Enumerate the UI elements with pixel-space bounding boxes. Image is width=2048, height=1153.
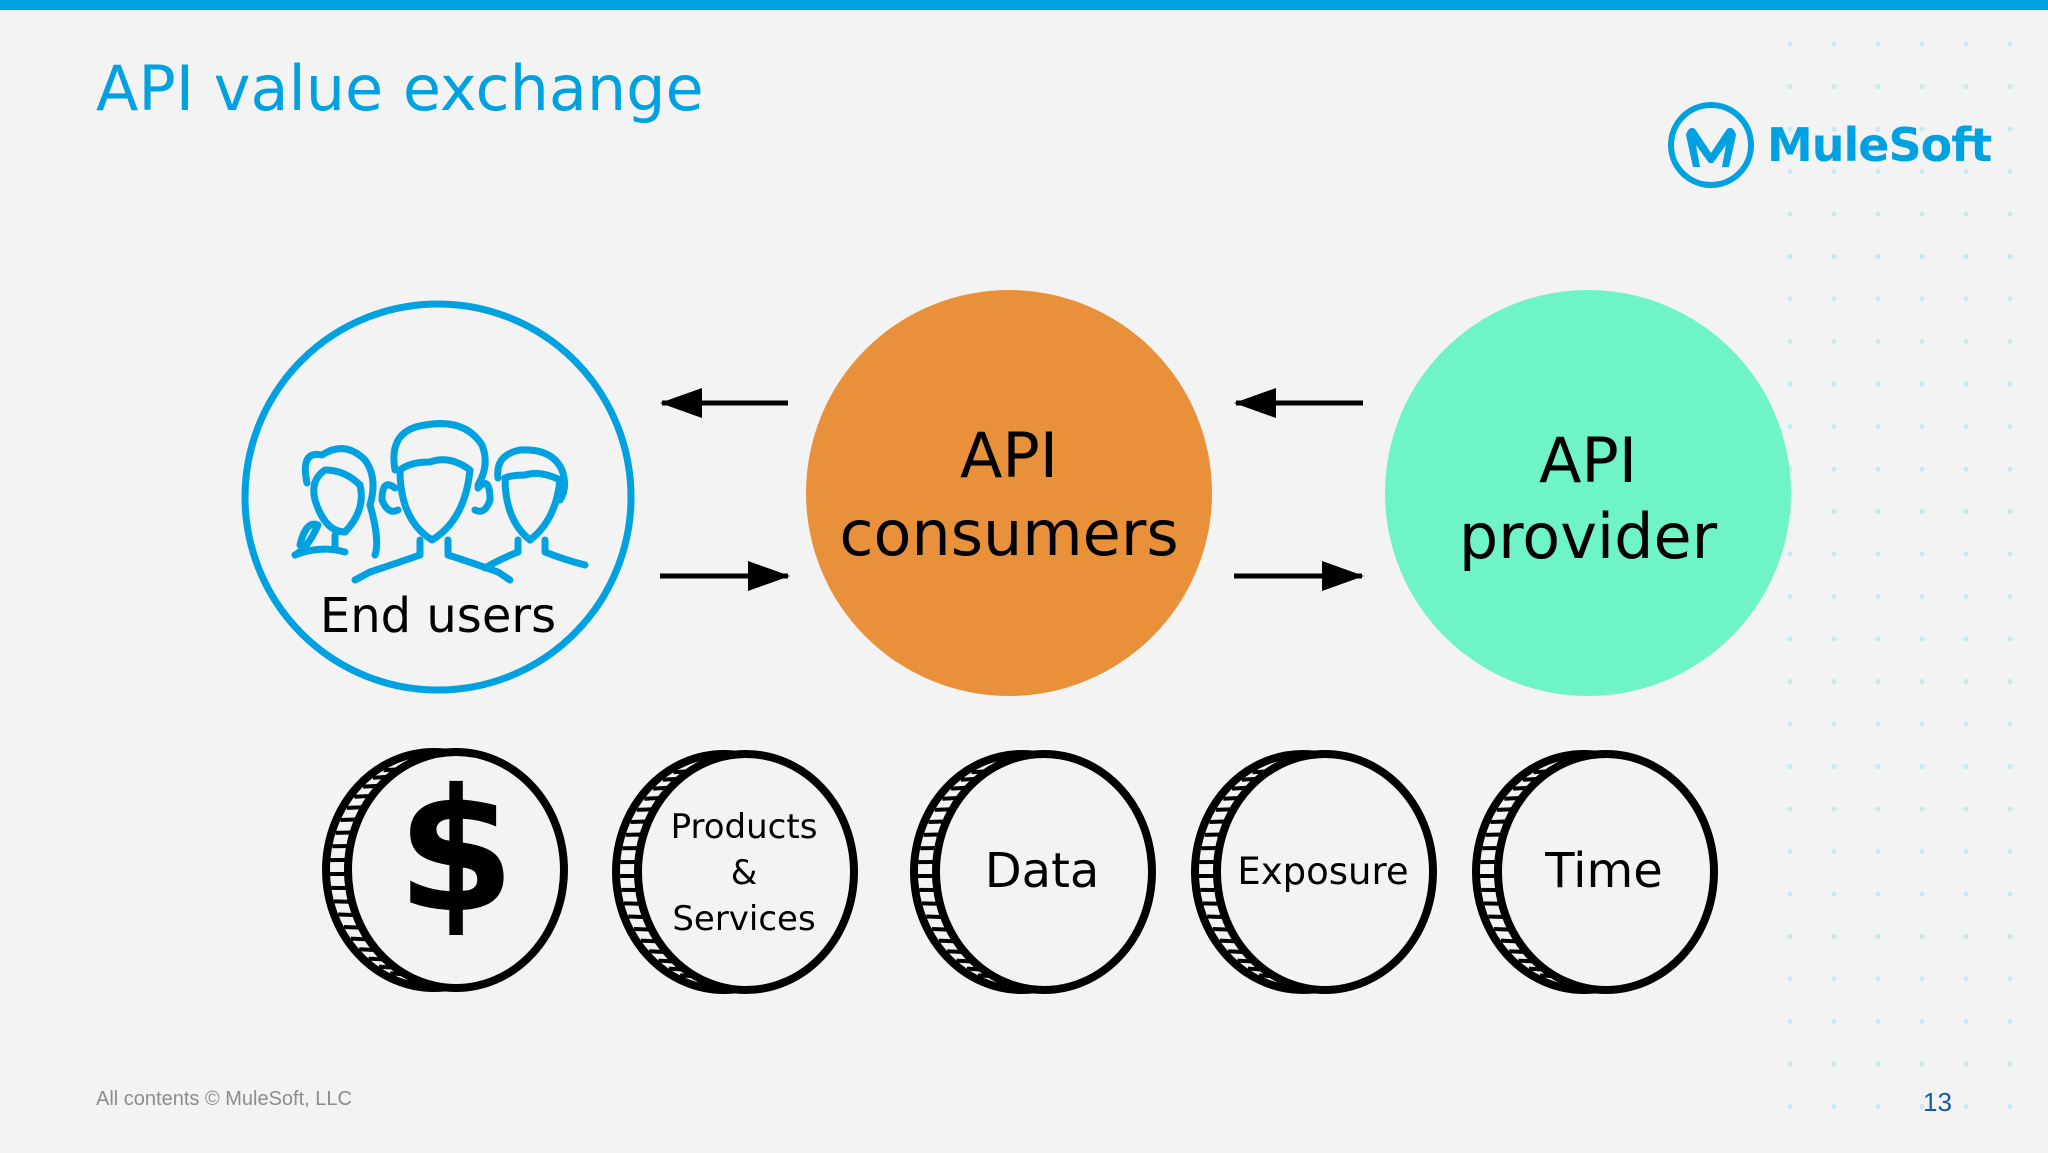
coin-face (344, 748, 568, 992)
api-provider-label-line2: provider (1459, 500, 1718, 573)
people-group-icon (291, 420, 589, 584)
data-coin: Data (910, 750, 1156, 994)
products-label-line1: Products (671, 807, 818, 847)
brand-name: MuleSoft (1767, 118, 1992, 172)
mulesoft-logo-icon (1668, 102, 1754, 188)
end-users-label: End users (320, 588, 556, 644)
mulesoft-logo: MuleSoft (1667, 101, 1992, 189)
products-label-line2: & (731, 853, 758, 893)
dollar-coin: $ (322, 748, 568, 992)
time-label: Time (1544, 843, 1662, 899)
exposure-coin: Exposure (1191, 750, 1437, 994)
api-consumers-label-line1: API (960, 419, 1058, 492)
top-accent-bar (0, 0, 2048, 10)
coin-face (634, 750, 858, 994)
api-consumers-node: API consumers (806, 290, 1212, 696)
dot-pattern-decoration (1787, 41, 2013, 1110)
coin-face (932, 750, 1156, 994)
exposure-label: Exposure (1237, 850, 1408, 893)
data-label: Data (985, 843, 1100, 899)
coin-face (1494, 750, 1718, 994)
api-provider-node: API provider (1385, 290, 1791, 696)
slide-title: API value exchange (96, 52, 704, 125)
end-users-node: End users (241, 300, 635, 694)
time-coin: Time (1472, 750, 1718, 994)
coin-face (1213, 750, 1437, 994)
products-label-line3: Services (672, 899, 815, 939)
products-services-coin: Products & Services (612, 750, 858, 994)
api-provider-label-line1: API (1539, 424, 1637, 497)
dollar-sign: $ (397, 753, 515, 951)
copyright-footer: All contents © MuleSoft, LLC (96, 1088, 352, 1110)
api-consumers-label-line2: consumers (839, 497, 1178, 570)
page-number: 13 (1923, 1087, 1952, 1117)
